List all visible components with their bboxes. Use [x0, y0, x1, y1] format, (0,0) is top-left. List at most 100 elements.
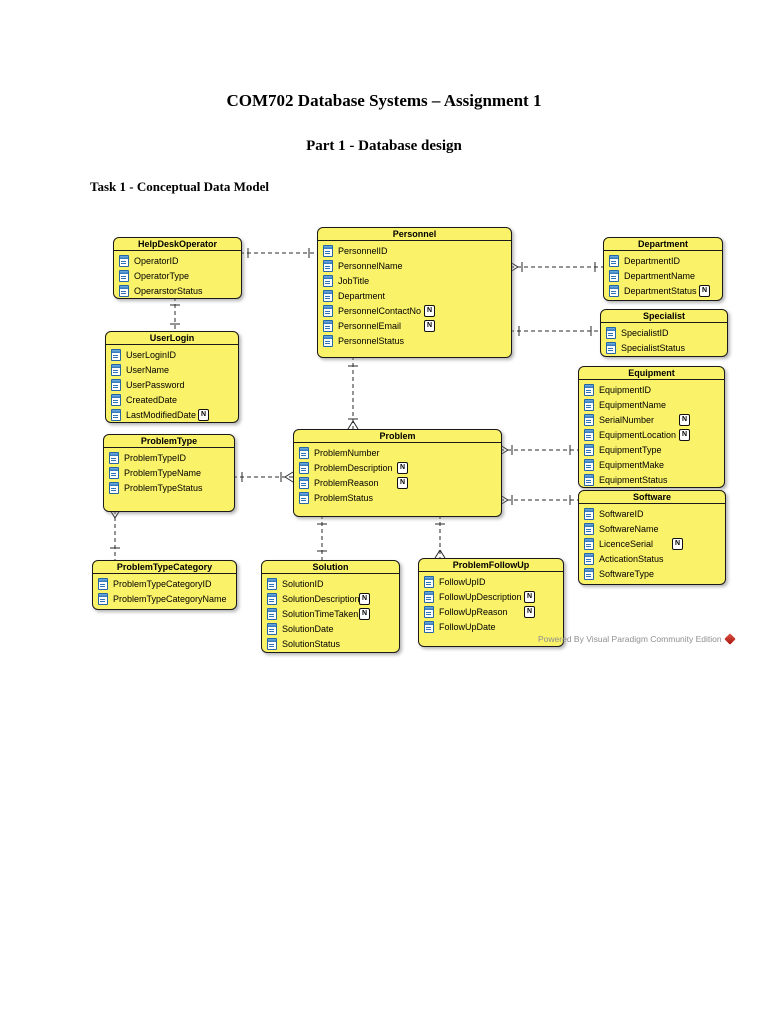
entity-title: Problem	[294, 430, 501, 443]
column-icon	[109, 466, 119, 479]
attribute-row: ProblemTypeStatus	[104, 480, 234, 495]
attribute-row: OperarstorStatus	[114, 283, 241, 298]
attribute-row: SolutionID	[262, 576, 399, 591]
nullable-badge: N	[359, 593, 370, 605]
relationship-problemtype-problemtypecategory	[109, 509, 121, 560]
section-heading: Task 1 - Conceptual Data Model	[90, 179, 270, 194]
column-icon	[323, 274, 333, 287]
entity-equipment: Equipment EquipmentID EquipmentName Seri…	[578, 366, 725, 488]
column-icon	[111, 348, 121, 361]
column-icon	[267, 637, 277, 650]
attribute-row: PersonnelName	[318, 258, 511, 273]
column-icon	[584, 567, 594, 580]
attribute-row: UserPassword	[106, 377, 238, 392]
column-icon	[584, 413, 594, 426]
attribute-row: SoftwareID	[579, 506, 725, 521]
attribute-row: PersonnelID	[318, 243, 511, 258]
nullable-badge: N	[699, 285, 710, 297]
column-icon	[323, 289, 333, 302]
entity-problemfollowup: ProblemFollowUp FollowUpID FollowUpDescr…	[418, 558, 564, 647]
attribute-row: OperatorID	[114, 253, 241, 268]
column-icon	[109, 451, 119, 464]
attribute-row: Department	[318, 288, 511, 303]
column-icon	[299, 446, 309, 459]
entity-problemtypecategory: ProblemTypeCategory ProblemTypeCategoryI…	[92, 560, 237, 610]
entity-title: ProblemType	[104, 435, 234, 448]
column-icon	[299, 476, 309, 489]
column-icon	[111, 393, 121, 406]
column-icon	[584, 552, 594, 565]
entity-userlogin: UserLogin UserLoginID UserName UserPassw…	[105, 331, 239, 423]
attribute-row: ProblemTypeName	[104, 465, 234, 480]
nullable-badge: N	[679, 429, 690, 441]
nullable-badge: N	[524, 591, 535, 603]
nullable-badge: N	[672, 538, 683, 550]
column-icon	[267, 607, 277, 620]
nullable-badge: N	[679, 414, 690, 426]
column-icon	[119, 269, 129, 282]
attribute-row: OperatorType	[114, 268, 241, 283]
attribute-row: ProblemTypeID	[104, 450, 234, 465]
column-icon	[323, 259, 333, 272]
nullable-badge: N	[198, 409, 209, 421]
entity-problem: Problem ProblemNumber ProblemDescription…	[293, 429, 502, 517]
relationship-problem-software	[499, 494, 578, 506]
attribute-row: FollowUpDate	[419, 619, 563, 634]
column-icon	[609, 284, 619, 297]
relationship-helpdeskoperator-userlogin	[170, 297, 180, 331]
column-icon	[111, 363, 121, 376]
watermark: Powered By Visual Paradigm Community Edi…	[538, 632, 736, 646]
attribute-row: JobTitle	[318, 273, 511, 288]
attribute-row: EquipmentMake	[579, 457, 724, 472]
entity-title: Department	[604, 238, 722, 251]
column-icon	[584, 383, 594, 396]
column-icon	[98, 592, 108, 605]
column-icon	[111, 378, 121, 391]
relationship-personnel-specialist	[510, 326, 600, 336]
entity-title: UserLogin	[106, 332, 238, 345]
column-icon	[267, 622, 277, 635]
column-icon	[609, 269, 619, 282]
document-subtitle: Part 1 - Database design	[306, 138, 462, 154]
watermark-text: Powered By Visual Paradigm Community Edi…	[538, 634, 722, 644]
nullable-badge: N	[359, 608, 370, 620]
column-icon	[109, 481, 119, 494]
entity-personnel: Personnel PersonnelID PersonnelName JobT…	[317, 227, 512, 358]
entity-title: Software	[579, 491, 725, 504]
attribute-row: SpecialistID	[601, 325, 727, 340]
nullable-badge: N	[424, 305, 435, 317]
attribute-row: EquipmentType	[579, 442, 724, 457]
nullable-badge: N	[397, 477, 408, 489]
relationship-problem-problemfollowup	[434, 515, 446, 559]
column-icon	[323, 334, 333, 347]
document-title: COM702 Database Systems – Assignment 1	[226, 91, 542, 110]
column-icon	[111, 408, 121, 421]
column-icon	[584, 398, 594, 411]
attribute-row: SolutionDate	[262, 621, 399, 636]
column-icon	[424, 605, 434, 618]
column-icon	[424, 620, 434, 633]
attribute-row: ProblemStatus	[294, 490, 501, 505]
column-icon	[267, 592, 277, 605]
attribute-row: ActicationStatus	[579, 551, 725, 566]
column-icon	[606, 326, 616, 339]
attribute-row: EquipmentName	[579, 397, 724, 412]
entity-title: Solution	[262, 561, 399, 574]
attribute-row: CreatedDate	[106, 392, 238, 407]
relationship-problem-solution	[317, 515, 327, 560]
column-icon	[584, 443, 594, 456]
column-icon	[424, 575, 434, 588]
